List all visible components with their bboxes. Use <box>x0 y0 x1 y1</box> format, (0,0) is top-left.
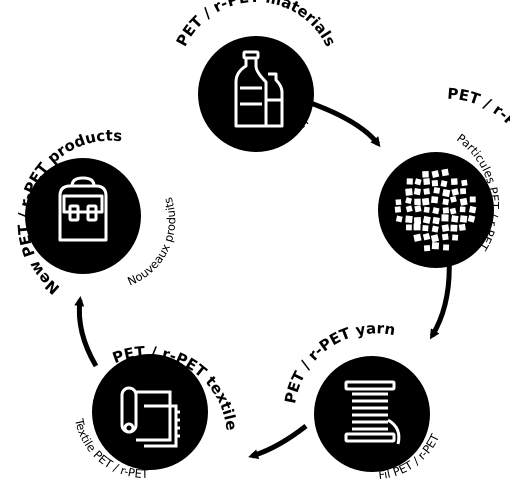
particle-square <box>459 197 468 206</box>
particle-square <box>414 198 421 206</box>
particle-square <box>449 195 457 203</box>
particle-square <box>422 215 431 224</box>
particle-square <box>469 196 476 203</box>
materials-node <box>198 36 314 152</box>
particle-square <box>394 206 402 213</box>
particle-square <box>451 215 459 223</box>
particle-square <box>430 196 439 204</box>
particle-square <box>441 233 449 241</box>
particle-square <box>460 188 467 195</box>
particle-square <box>458 223 466 231</box>
particle-square <box>441 224 450 232</box>
particle-square <box>442 244 450 251</box>
particle-square <box>459 215 468 223</box>
particle-square <box>451 188 459 196</box>
particle-square <box>430 234 440 243</box>
arrow-yarn-to-textile <box>248 424 308 460</box>
particle-square <box>405 224 412 231</box>
particle-square <box>413 223 421 231</box>
particle-square <box>450 178 458 185</box>
particle-square <box>395 215 403 223</box>
particle-square <box>422 233 431 241</box>
particle-square <box>442 198 450 206</box>
particle-square <box>441 214 449 222</box>
particle-square <box>442 189 451 198</box>
particle-square <box>440 180 448 188</box>
textile-node <box>92 354 208 470</box>
particle-square <box>431 170 440 178</box>
particle-square <box>459 206 466 213</box>
particle-square <box>423 206 430 213</box>
particle-square <box>452 234 459 241</box>
particle-square <box>421 197 430 206</box>
particle-square <box>405 205 413 213</box>
particle-square <box>461 179 468 187</box>
particle-square <box>433 187 441 194</box>
particle-square <box>414 205 422 213</box>
particle-square <box>432 207 440 215</box>
fabric-roll-icon <box>120 386 180 448</box>
particle-square <box>423 188 430 195</box>
particle-square <box>405 197 413 204</box>
particle-square <box>422 224 429 232</box>
particle-square <box>449 207 457 215</box>
particle-square <box>431 225 439 233</box>
particle-square <box>422 170 429 178</box>
spool-icon <box>344 380 401 445</box>
particle-square <box>423 244 431 252</box>
backpack-icon <box>58 176 108 242</box>
particle-square <box>413 233 422 242</box>
particle-square <box>467 215 476 223</box>
particle-square <box>442 207 450 214</box>
particle-square <box>431 242 440 250</box>
particle-square <box>431 179 439 187</box>
particle-square <box>468 205 477 214</box>
particle-square <box>432 216 440 225</box>
products-node <box>25 158 141 274</box>
particle-square <box>450 224 458 232</box>
particle-square <box>423 178 431 185</box>
particle-square <box>406 178 413 185</box>
particle-square <box>395 199 402 206</box>
particle-square <box>441 168 449 177</box>
particle-square <box>414 178 422 186</box>
particles-icon <box>394 168 477 252</box>
arrow-textile-to-products <box>74 296 99 368</box>
particle-square <box>413 188 421 196</box>
bottles-icon <box>234 50 284 128</box>
particle-square <box>413 217 422 225</box>
particle-square <box>405 215 413 224</box>
particle-square <box>405 188 413 196</box>
